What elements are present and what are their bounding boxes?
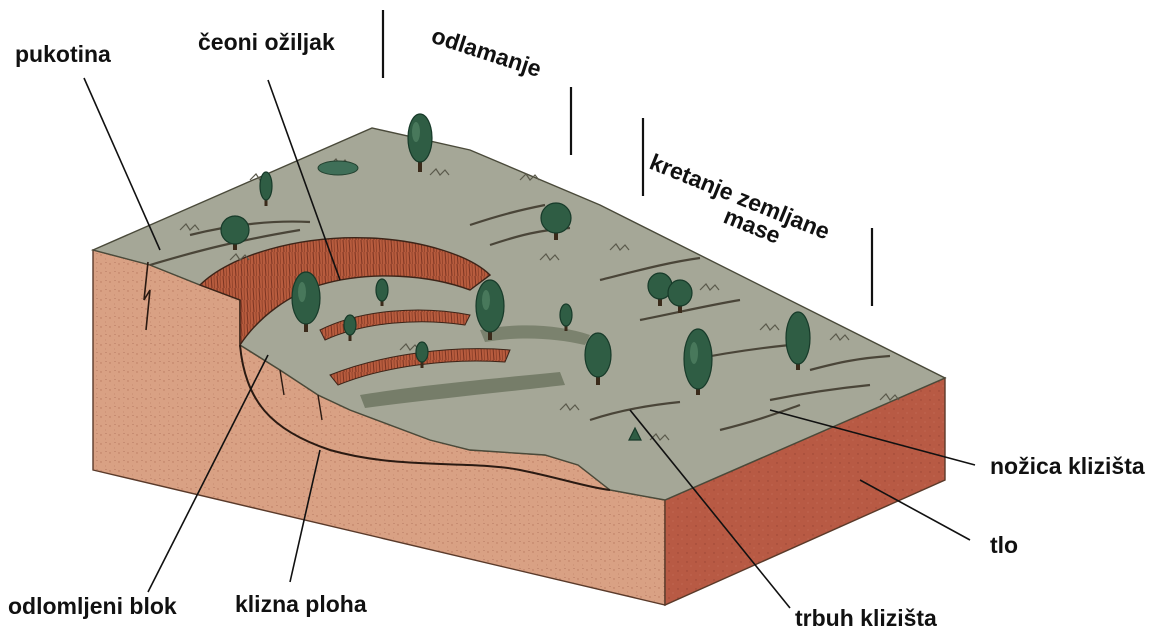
label-klizna-ploha: klizna ploha bbox=[235, 591, 367, 617]
label-odlomljeni-blok: odlomljeni blok bbox=[8, 593, 177, 619]
label-ceoni-oziljak: čeoni ožiljak bbox=[198, 29, 335, 55]
label-nozica: nožica klizišta bbox=[990, 453, 1145, 479]
leader-pukotina bbox=[84, 78, 160, 250]
label-tlo: tlo bbox=[990, 532, 1018, 558]
label-trbuh: trbuh klizišta bbox=[795, 605, 937, 631]
pond bbox=[318, 161, 358, 175]
label-pukotina: pukotina bbox=[15, 41, 111, 67]
label-odlamanje: odlamanje bbox=[428, 22, 544, 82]
